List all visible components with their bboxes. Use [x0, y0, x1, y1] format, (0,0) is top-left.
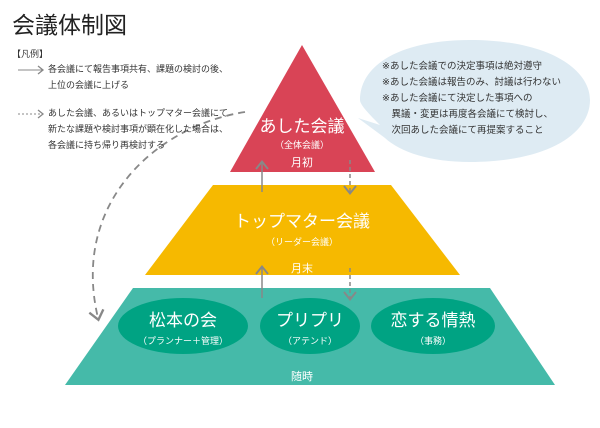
legend-line: 上位の会議に上げる: [48, 81, 130, 91]
group-ellipse: [118, 298, 248, 354]
group-name: 松本の会: [149, 311, 217, 331]
legend-dashed-text: あした会議、あるいはトップマター会議にて 新たな課題や検討事項が顕在化した場合は…: [48, 106, 228, 154]
page-title: 会議体制図: [12, 13, 127, 39]
legend-line: 各会議にて報告事項共有、課題の検討の後、: [48, 65, 229, 75]
note-line: 異議・変更は再度各会議にて検討し、: [382, 109, 554, 120]
top-level-name: あした会議: [259, 117, 345, 137]
group-sub: （プランナー＋管理）: [137, 337, 229, 347]
middle-level-sub: （リーダー会議）: [265, 238, 339, 248]
note-line: ※あした会議は報告のみ、討議は行わない: [382, 77, 561, 88]
legend-heading: 【凡例】: [12, 50, 49, 60]
top-level-triangle: [230, 45, 375, 172]
group-ellipse: [371, 298, 495, 354]
legend-solid-text: 各会議にて報告事項共有、課題の検討の後、 上位の会議に上げる: [48, 62, 228, 94]
middle-level-timing: 月末: [291, 262, 313, 275]
group-name: プリプリ: [276, 311, 344, 331]
middle-level-name: トップマター会議: [234, 212, 370, 232]
bottom-level-timing: 随時: [291, 370, 313, 383]
group-ellipse: [260, 298, 360, 354]
legend-line: あした会議、あるいはトップマター会議にて: [48, 109, 229, 119]
notes: ※あした会議での決定事項は絶対遵守 ※あした会議は報告のみ、討議は行わない ※あ…: [382, 59, 561, 139]
note-line: ※あした会議にて決定した事項への: [382, 93, 533, 104]
middle-level-trapezoid: [145, 185, 460, 275]
note-line: ※あした会議での決定事項は絶対遵守: [382, 61, 542, 72]
return-curved-arrow: [88, 111, 246, 322]
top-level-timing: 月初: [291, 156, 313, 169]
legend-line: 新たな課題や検討事項が顕在化した場合は、: [48, 125, 229, 135]
legend-line: 各会議に持ち帰り再検討する: [48, 141, 166, 151]
group-sub: （アテンド）: [282, 337, 338, 347]
top-level-sub: （全体会議）: [274, 141, 330, 151]
group-sub: （事務）: [414, 337, 452, 347]
note-bubble: [358, 40, 590, 162]
group-name: 恋する情熱: [390, 311, 476, 331]
note-line: 次回あした会議にて再提案すること: [382, 125, 544, 136]
